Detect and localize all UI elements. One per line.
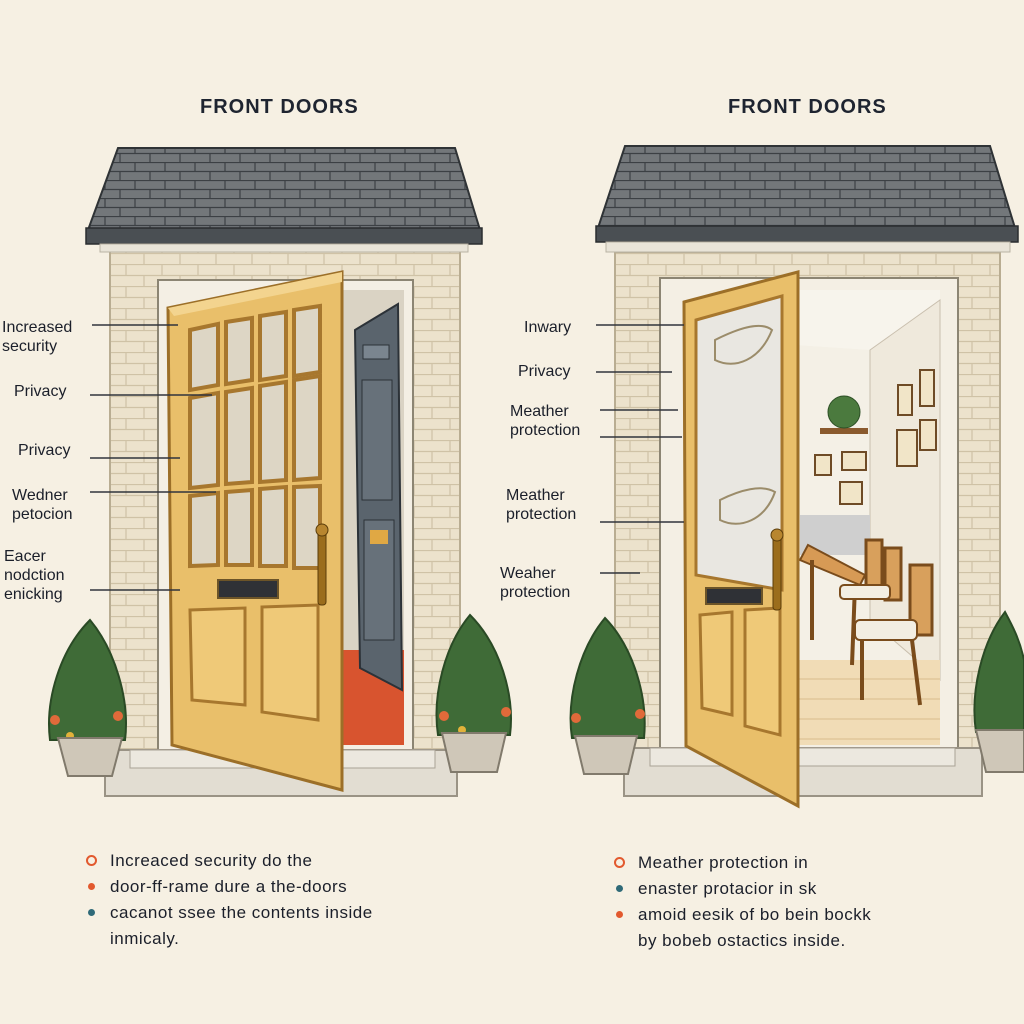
left-callout-3: Privacy [18, 442, 71, 459]
orange-dot-bullet-icon [616, 911, 623, 918]
left-callout-2: Privacy [14, 383, 67, 400]
right-roof-eave [595, 225, 1019, 243]
left-roof [86, 147, 482, 231]
right-interior-room [795, 290, 941, 745]
right-house [569, 145, 1024, 809]
right-bullet-3: amoid eesik of bo bein bockk [614, 902, 1014, 928]
right-callout-5: Weaher protection [500, 565, 571, 601]
right-bullet-list: Meather protection in enaster protacior … [614, 850, 1014, 954]
left-panel-title: FRONT DOORS [200, 96, 359, 118]
orange-ring-bullet-icon [614, 857, 625, 868]
left-plant-2 [435, 613, 512, 773]
right-plant-1 [569, 616, 646, 775]
leader-lines [90, 324, 684, 591]
right-roof [596, 145, 1017, 229]
right-bullet-4: by bobeb ostactics inside. [638, 931, 846, 950]
right-callout-4: Meather protection [506, 487, 577, 523]
right-door-glass [694, 294, 784, 592]
right-bullet-1: Meather protection in [614, 850, 1014, 876]
left-callout-1: Increased security [2, 319, 73, 355]
right-bullet-2: enaster protacior in sk [614, 876, 1014, 902]
teal-dot-bullet-icon [88, 909, 95, 916]
left-callout-5: Eacer nodction enicking [4, 548, 65, 603]
left-bullet-3: cacanot ssee the contents inside [86, 900, 506, 926]
right-callout-1: Inwary [524, 319, 572, 336]
left-callout-4: Wedner petocion [12, 487, 73, 523]
teal-dot-bullet-icon [616, 885, 623, 892]
left-bullet-2: door-ff-rame dure a the-doors [86, 874, 506, 900]
left-house [48, 147, 512, 797]
right-plant-2 [973, 610, 1024, 773]
orange-ring-bullet-icon [86, 855, 97, 866]
right-panel-title: FRONT DOORS [728, 96, 887, 118]
left-roof-eave [85, 227, 483, 245]
left-bullet-list: Increaced security do the door-ff-rame d… [86, 848, 506, 952]
left-bullet-1: Increaced security do the [86, 848, 506, 874]
right-callout-2: Privacy [518, 363, 571, 380]
left-plant-1 [48, 618, 127, 777]
left-bullet-4: inmicaly. [110, 929, 180, 948]
orange-dot-bullet-icon [88, 883, 95, 890]
right-callout-3: Meather protection [510, 403, 581, 439]
